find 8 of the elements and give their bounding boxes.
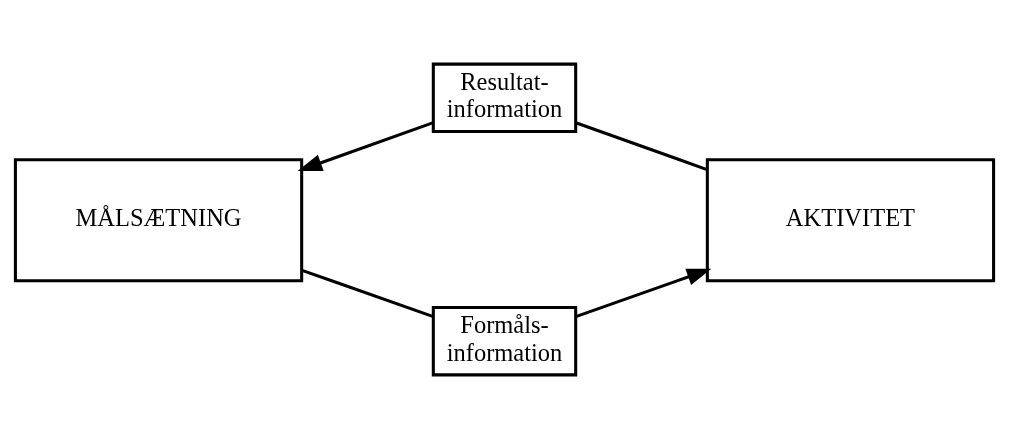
arrow [297,120,434,171]
connector [575,120,708,171]
node-box: AKTIVITET [705,157,996,282]
node-box: Resultat- information [431,62,578,133]
node-box: MÅLSÆTNING [13,157,304,282]
connector [301,268,434,318]
node-box: Formåls- information [431,305,578,376]
arrow [575,268,712,318]
